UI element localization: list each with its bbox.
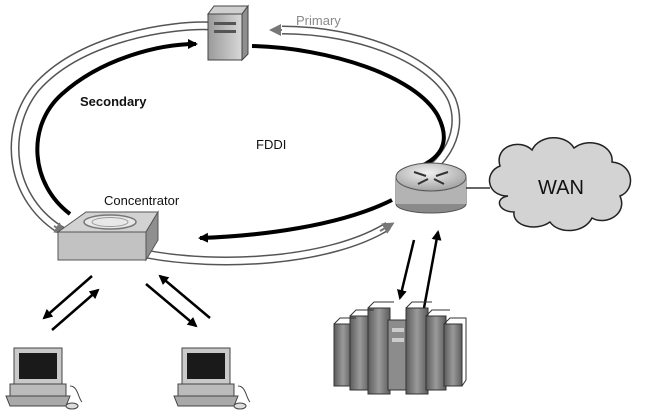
concentrator-icon [56, 210, 159, 262]
workstation-icon [173, 347, 251, 410]
secondary-label: Secondary [80, 94, 147, 109]
server-icon [207, 4, 249, 62]
primary-ring [10, 21, 461, 266]
mainframe-icon [333, 301, 467, 395]
workstation-link-left [42, 275, 100, 331]
router-icon [395, 162, 467, 214]
wan-label: WAN [538, 177, 584, 199]
secondary-ring [35, 39, 446, 243]
mainframe-link [397, 230, 442, 309]
workstation-link-right [145, 274, 211, 328]
primary-label: Primary [296, 13, 341, 28]
workstation-icon [5, 347, 83, 410]
fddi-label: FDDI [256, 137, 286, 152]
concentrator-label: Concentrator [104, 193, 180, 208]
wan-cloud-icon [488, 137, 632, 232]
